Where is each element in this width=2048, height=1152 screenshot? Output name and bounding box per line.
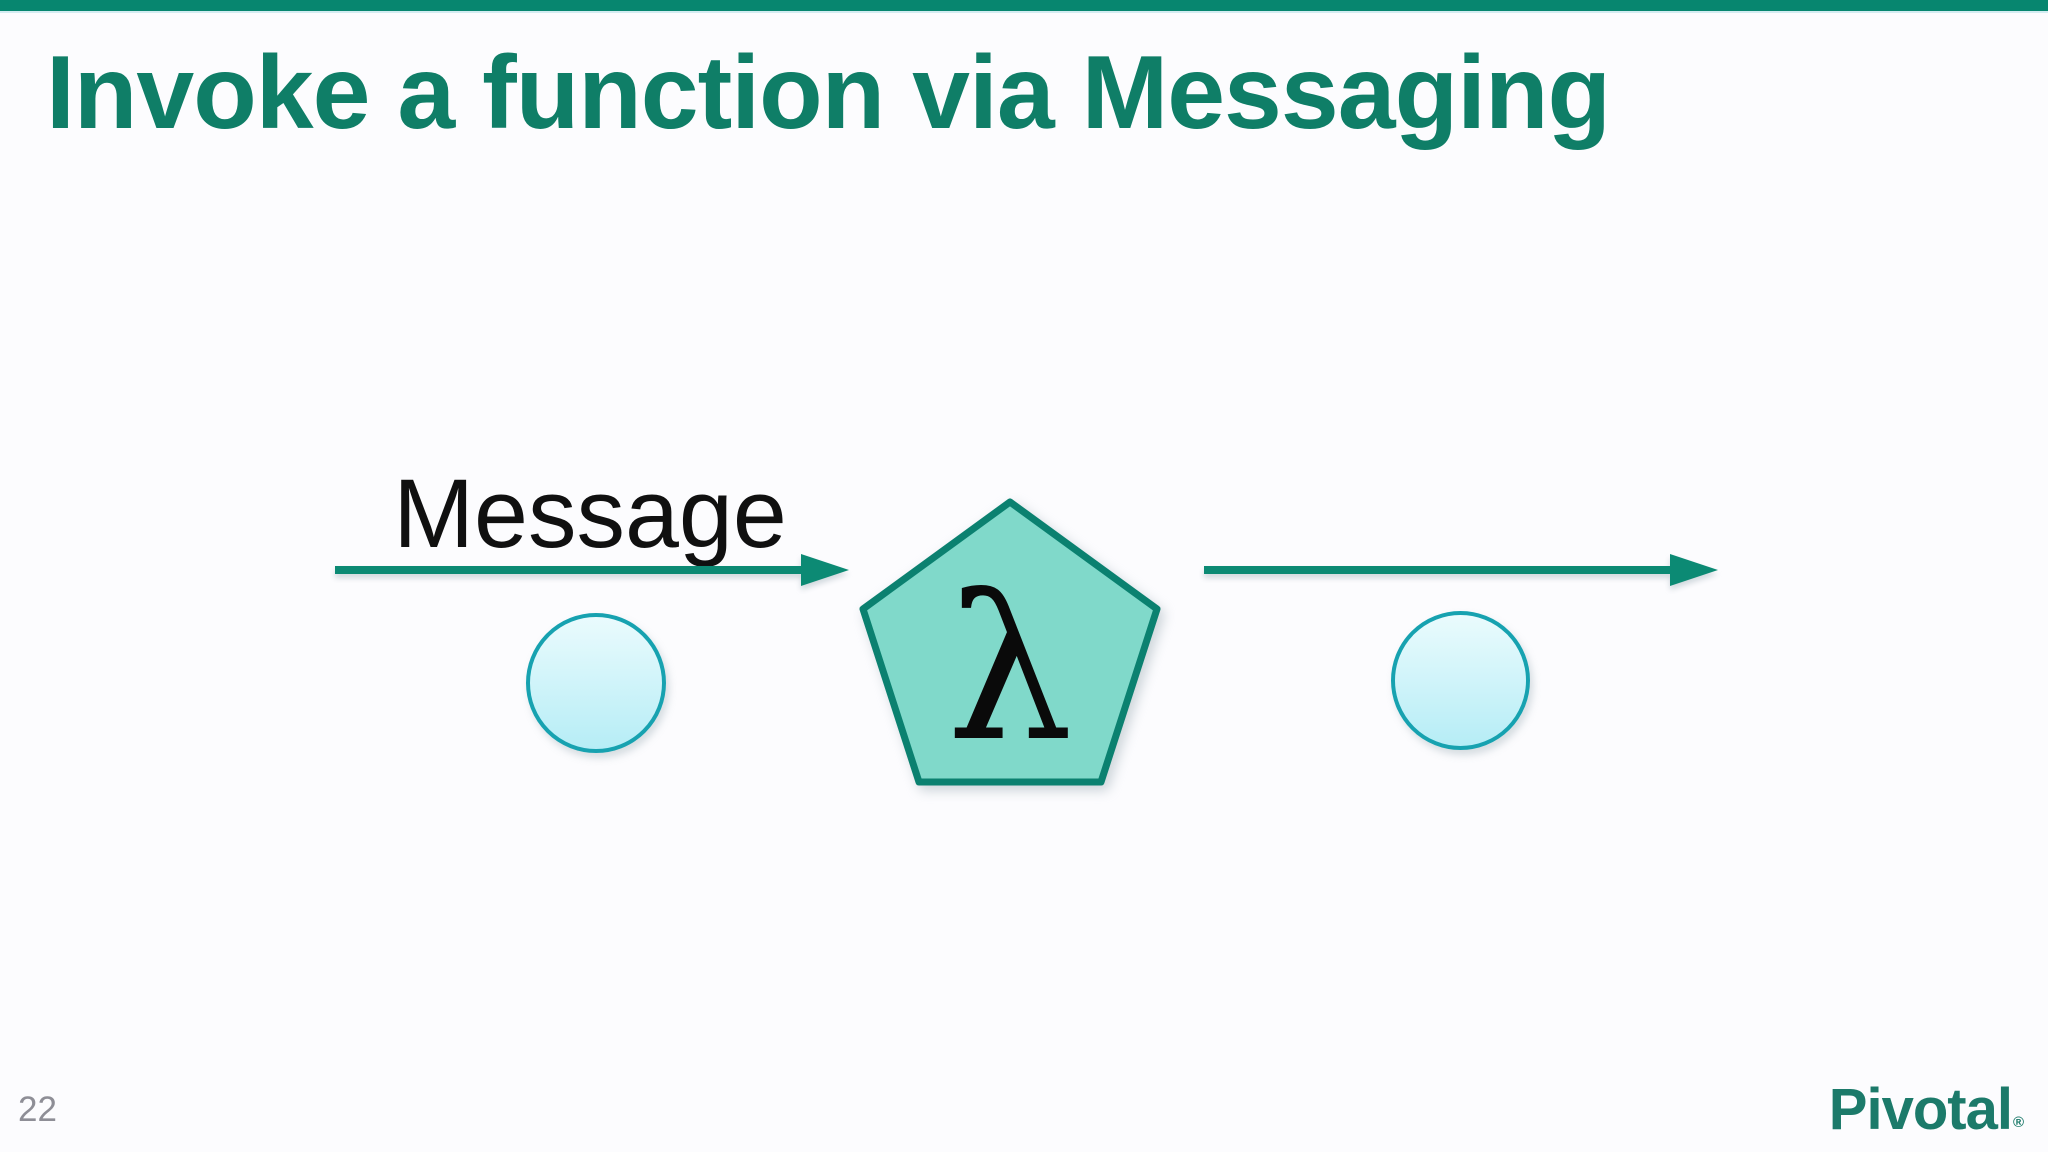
right-arrow-icon-left-flow [335,554,849,586]
top-accent-bar [0,0,2048,13]
page-number: 22 [18,1090,57,1129]
pivotal-wordmark: Pivotal [1828,1077,2013,1142]
message-bubble-right [1391,611,1530,750]
pentagon-icon [859,498,1161,786]
message-label: Message [393,459,787,568]
slide-title: Invoke a function via Messaging [46,35,1611,151]
right-arrow-icon-right-flow [1204,554,1718,586]
lambda-function-node: λ [845,485,1175,815]
registered-mark: ® [2012,1114,2024,1131]
pivotal-logo: Pivotal® [1828,1076,2024,1143]
message-bubble-left [526,613,666,753]
lambda-symbol: λ [946,553,1074,786]
